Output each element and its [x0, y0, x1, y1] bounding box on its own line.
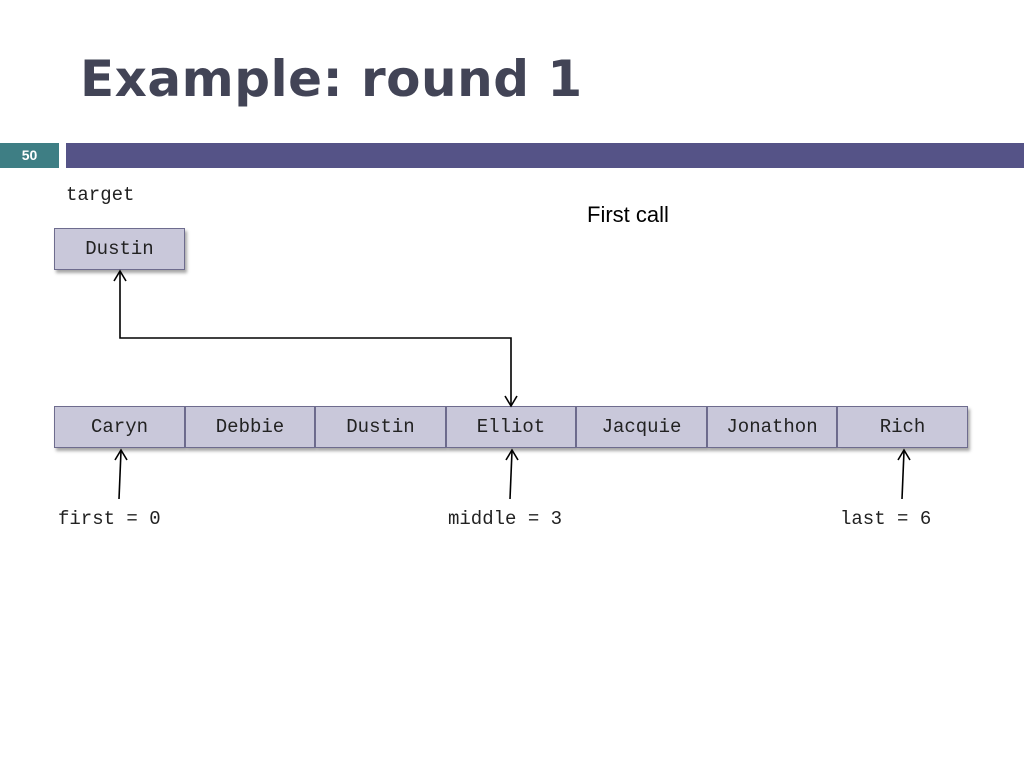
- middle-index-label: middle = 3: [448, 508, 563, 530]
- compare-connector: [119, 272, 512, 405]
- last-pointer-head: [897, 448, 911, 461]
- last-index-label: last = 6: [840, 508, 932, 530]
- middle-pointer-head: [505, 448, 519, 461]
- middle-pointer-arrow: [509, 450, 513, 500]
- array-cell-5: Jonathon: [707, 406, 837, 448]
- array-cell-0: Caryn: [54, 406, 185, 448]
- last-pointer-arrow: [901, 450, 905, 500]
- slide-number: 50: [0, 143, 59, 168]
- header-bar: [66, 143, 1024, 168]
- first-call-caption: First call: [587, 202, 669, 227]
- connector-head-array: [504, 395, 518, 408]
- slide-title: Example: round 1: [80, 50, 583, 108]
- array-cell-6: Rich: [837, 406, 968, 448]
- array-cell-2: Dustin: [315, 406, 446, 448]
- array-cell-1: Debbie: [185, 406, 315, 448]
- array-cell-3: Elliot: [446, 406, 576, 448]
- connector-head-target: [113, 269, 127, 282]
- target-box: Dustin: [54, 228, 185, 270]
- array-cell-4: Jacquie: [576, 406, 707, 448]
- target-label: target: [66, 184, 135, 206]
- first-pointer-arrow: [118, 450, 122, 500]
- first-pointer-head: [114, 448, 128, 461]
- first-index-label: first = 0: [58, 508, 161, 530]
